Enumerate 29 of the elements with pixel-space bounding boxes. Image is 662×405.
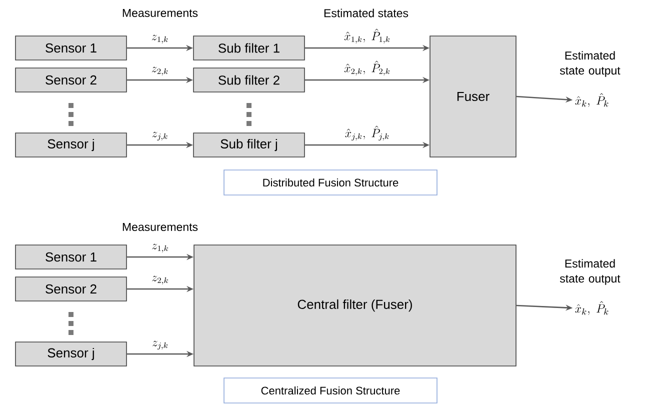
section-label: Estimated states [324,8,408,18]
edge-label: $z_{2,k}$ [152,276,168,284]
edge-label: $z_{j,k}$ [152,132,168,141]
block-box: Sensor j [15,342,127,366]
edge-label: $\hat{x}_{2,k},\ \hat{P}_{2,k}$ [344,60,390,76]
block-box: Sensor 1 [15,244,127,270]
block-box: Sensor 2 [15,276,127,302]
output-caption: Estimated state output [560,51,620,77]
edge-label: $z_{1,k}$ [152,244,168,252]
edge-label: $\hat{x}_{1,k},\ \hat{P}_{1,k}$ [344,28,390,44]
section-label: Measurements [122,223,198,232]
filter-box: Fuser [430,36,516,158]
block-box: Sensor j [15,132,127,158]
edge-label: $z_{j,k}$ [152,340,168,350]
block-box: Sensor 1 [15,36,127,60]
edge-label: $z_{2,k}$ [152,66,168,76]
edge-label: $z_{1,k}$ [152,34,168,44]
edge-label: $\hat{x}_{j,k},\ \hat{P}_{j,k}$ [345,126,389,141]
section-label: Measurements [122,9,198,18]
block-box: Sensor 2 [15,68,127,92]
caption-box: Distributed Fusion Structure [224,170,438,196]
output-formula: $\hat{x}_k,\ \hat{P}_k$ [575,93,608,107]
output-caption: Estimated state output [560,259,620,285]
output-formula: $\hat{x}_k,\ \hat{P}_k$ [575,301,608,315]
block-box: Sub filter j [193,132,305,158]
filter-box: Central filter (Fuser) [194,244,516,366]
block-box: Sub filter 1 [193,36,305,60]
block-box: Sub filter 2 [193,68,305,92]
caption-box: Centralized Fusion Structure [224,378,438,404]
